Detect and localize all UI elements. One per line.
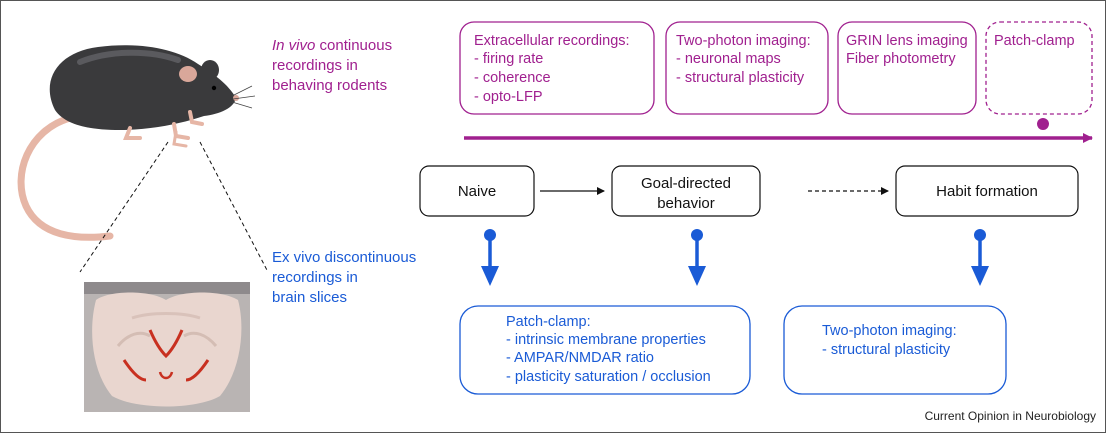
svg-text:Fiber photometry: Fiber photometry (846, 51, 956, 67)
svg-text:Patch-clamp: Patch-clamp (994, 33, 1075, 49)
svg-text:- firing rate: - firing rate (474, 51, 543, 67)
zoom-line-left (79, 141, 169, 273)
svg-text:Habit formation: Habit formation (936, 183, 1038, 200)
invivo-label-line2: recordings in (272, 57, 358, 74)
zoom-line-right (199, 141, 269, 273)
svg-text:- opto-LFP: - opto-LFP (474, 89, 543, 105)
journal-credit: Current Opinion in Neurobiology (925, 409, 1096, 423)
svg-text:- neuronal maps: - neuronal maps (676, 51, 781, 67)
exvivo-box-two-photon: Two-photon imaging: - structural plastic… (783, 305, 1007, 395)
invivo-box-two-photon: Two-photon imaging: - neuronal maps - st… (665, 21, 829, 115)
svg-text:Naive: Naive (458, 183, 496, 200)
svg-text:GRIN lens imaging: GRIN lens imaging (846, 33, 968, 49)
svg-text:- plasticity saturation / occl: - plasticity saturation / occlusion (506, 369, 711, 385)
invivo-label-line3: behaving rodents (272, 77, 387, 94)
stage-habit-formation: Habit formation (895, 165, 1079, 217)
brain-slice-photo (84, 282, 250, 412)
invivo-box-patch-clamp: Patch-clamp (985, 21, 1093, 115)
exvivo-label-line3: brain slices (272, 289, 347, 306)
exvivo-arrow-naive (481, 229, 499, 286)
svg-text:Two-photon imaging:: Two-photon imaging: (822, 323, 957, 339)
exvivo-label-line1: Ex vivo discontinuous (272, 249, 416, 266)
invivo-patch-clamp-dot (1037, 118, 1049, 130)
invivo-label-line1: In vivo continuous (272, 37, 392, 54)
svg-text:- structural plasticity: - structural plasticity (676, 70, 805, 86)
svg-text:- structural plasticity: - structural plasticity (822, 342, 951, 358)
stage-naive: Naive (419, 165, 535, 217)
invivo-box-extracellular: Extracellular recordings: - firing rate … (459, 21, 655, 115)
svg-text:- intrinsic membrane propertie: - intrinsic membrane properties (506, 332, 706, 348)
exvivo-label-line2: recordings in (272, 269, 358, 286)
svg-text:- coherence: - coherence (474, 70, 551, 86)
stage-goal-directed: Goal-directed behavior (611, 165, 761, 217)
svg-text:Extracellular recordings:: Extracellular recordings: (474, 33, 630, 49)
mouse-illustration (17, 45, 256, 241)
svg-text:- AMPAR/NMDAR ratio: - AMPAR/NMDAR ratio (506, 350, 654, 366)
exvivo-box-patch-clamp: Patch-clamp: - intrinsic membrane proper… (459, 305, 751, 395)
svg-text:Two-photon imaging:: Two-photon imaging: (676, 33, 811, 49)
exvivo-arrow-goal (688, 229, 706, 286)
svg-text:behavior: behavior (657, 195, 715, 212)
svg-text:Patch-clamp:: Patch-clamp: (506, 314, 591, 330)
exvivo-arrow-habit (971, 229, 989, 286)
invivo-box-grin-fiber: GRIN lens imaging Fiber photometry (837, 21, 977, 115)
svg-text:Goal-directed: Goal-directed (641, 175, 731, 192)
